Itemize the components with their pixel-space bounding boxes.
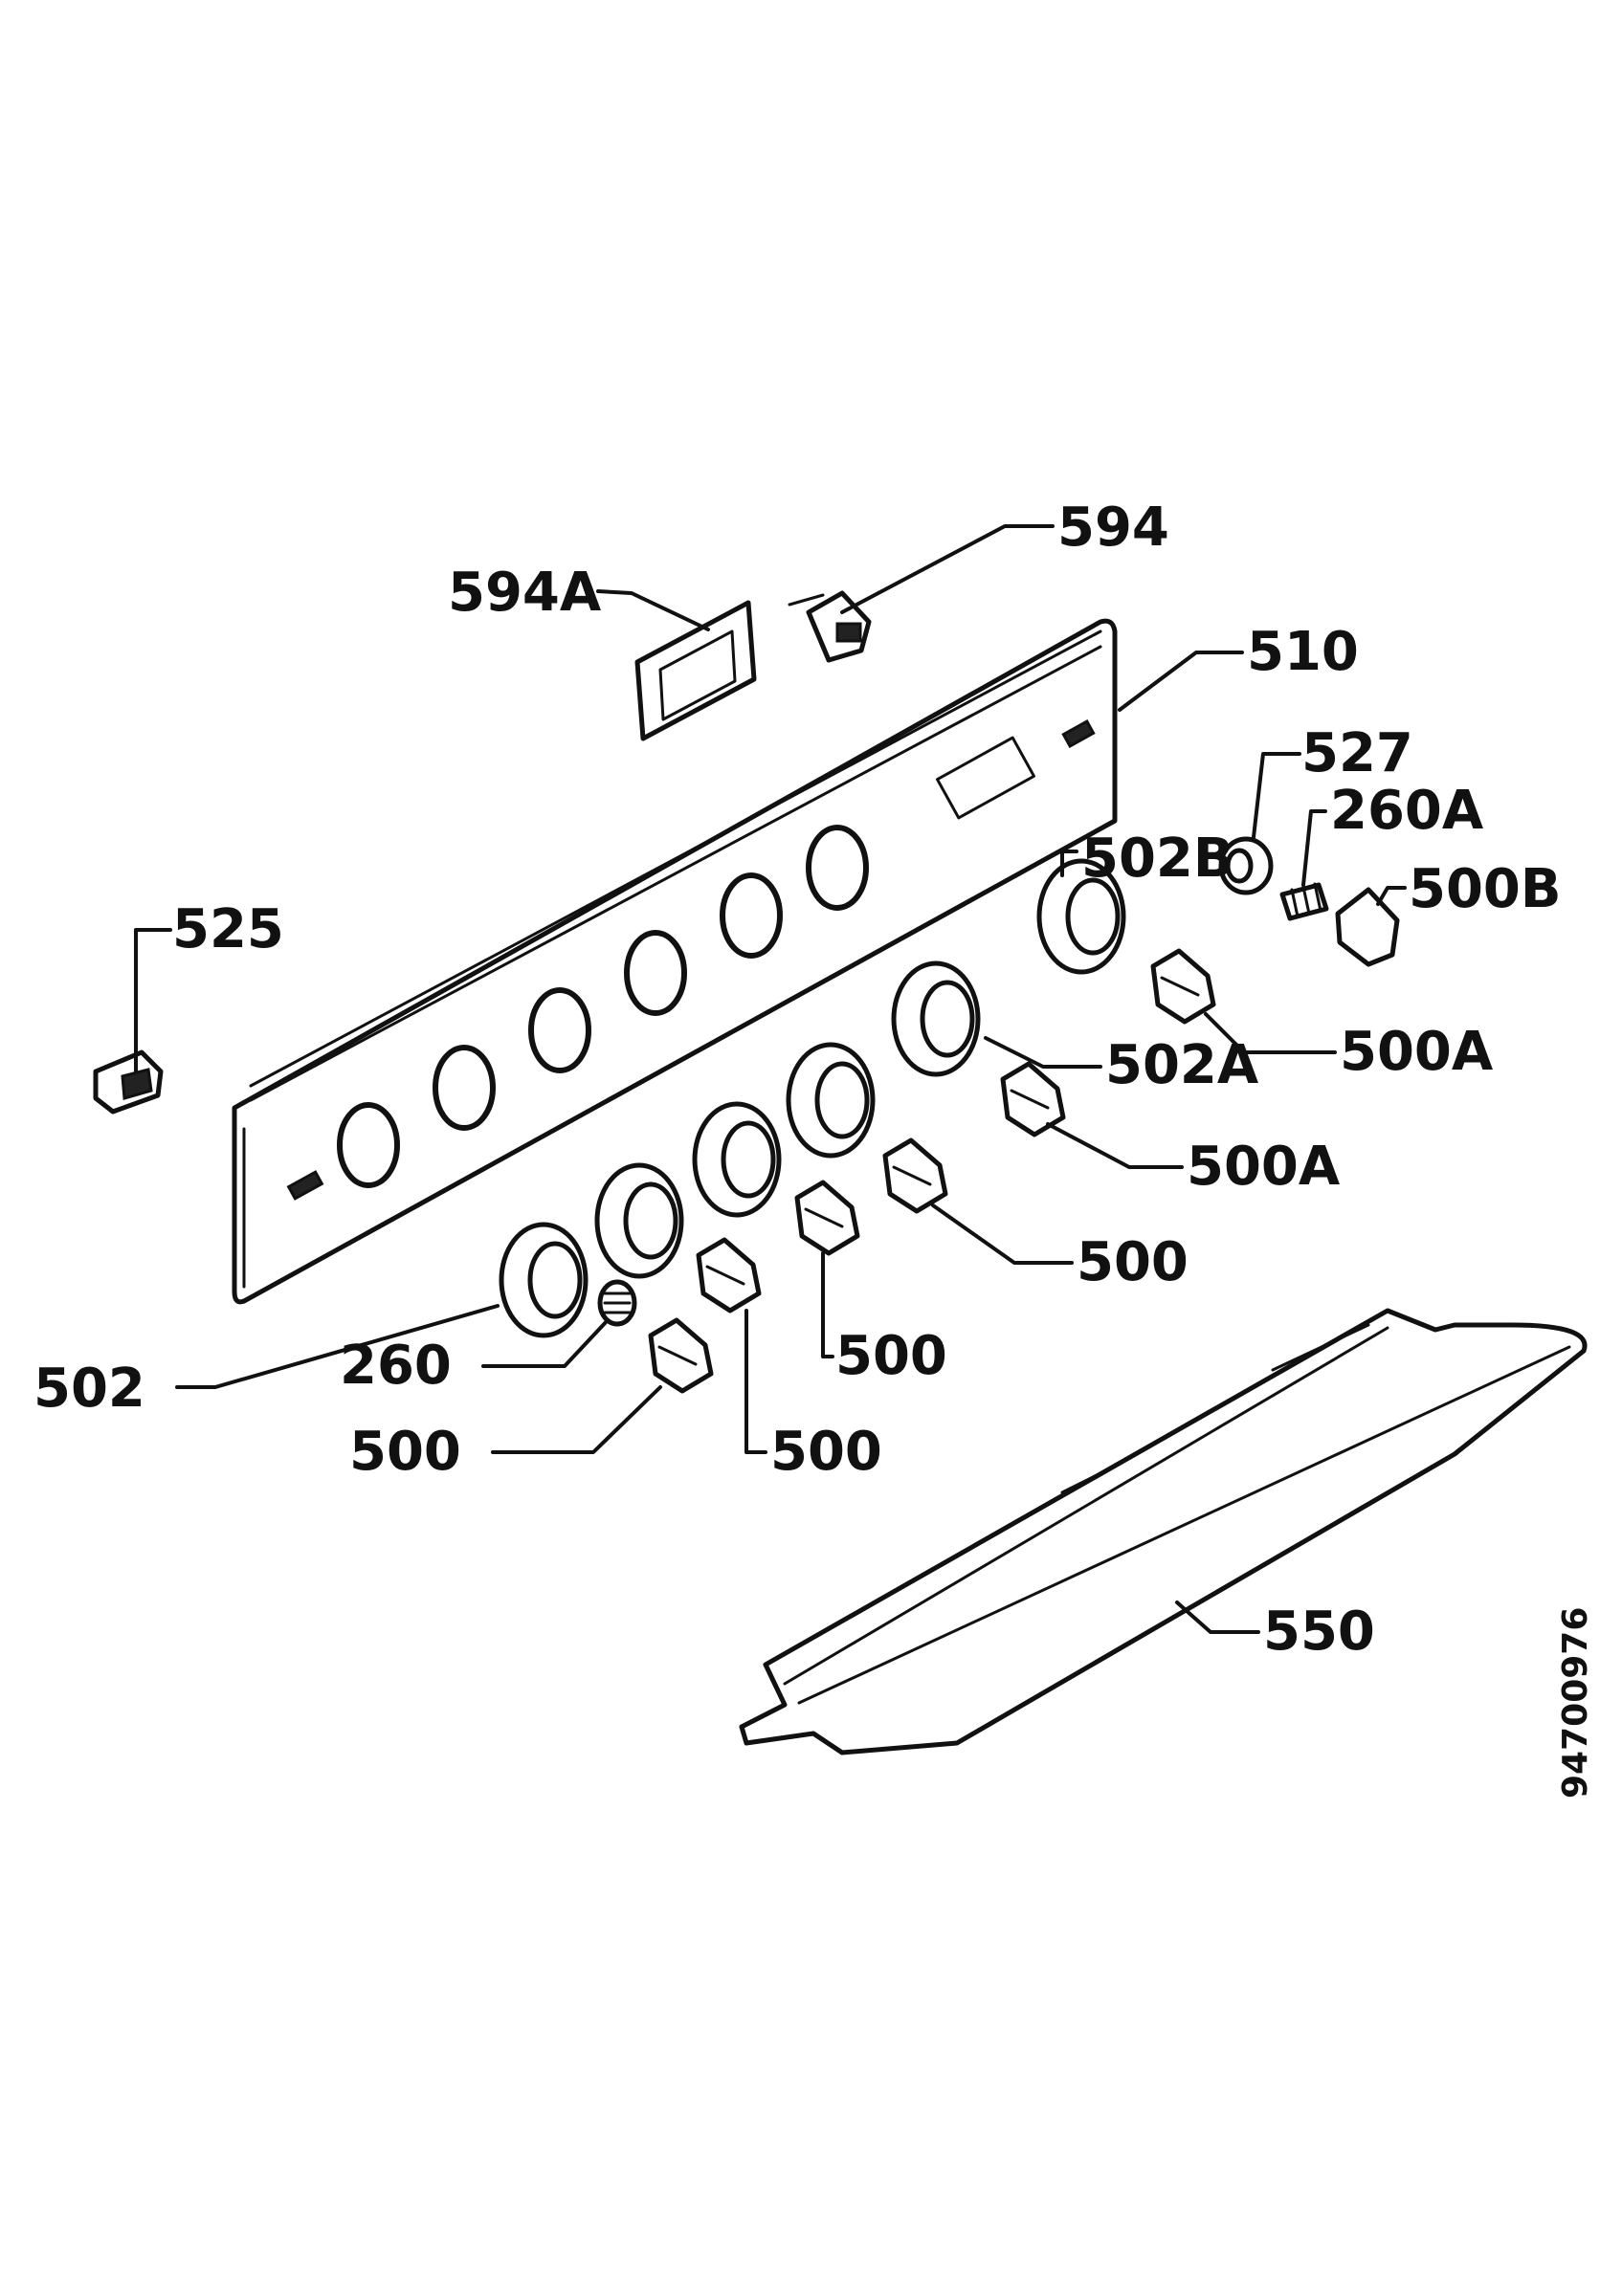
panel-hole-4 [624,930,687,1016]
knob-500-2 [794,1180,860,1256]
callout-502a: 502A [1105,1034,1259,1096]
control-panel-510 [232,618,1118,1305]
document-number: 94700976 [1556,1607,1595,1799]
panel-hole-5 [720,872,783,959]
panel-hole-3 [528,987,591,1073]
callout-525: 525 [172,898,284,960]
callout-527: 527 [1301,722,1413,784]
panel-hole-2 [433,1045,496,1131]
knob-500a-lower [1000,1061,1066,1137]
bezels [499,858,1126,1338]
bezel-502-1 [499,1222,589,1338]
leader-lines [134,524,1407,1634]
bezel-502-3 [692,1101,782,1218]
callout-500a-1: 500A [1340,1021,1494,1083]
bezel-502b [1036,858,1126,975]
knob-500a-upper [1150,948,1216,1025]
callout-550: 550 [1263,1601,1375,1663]
callout-502: 502 [33,1358,145,1420]
callout-500-2: 500 [835,1325,947,1387]
callout-500b: 500B [1409,858,1562,920]
display-window-594a [634,600,757,741]
panel-hole-6 [806,825,869,911]
callout-594a: 594A [448,562,602,624]
clip-525 [93,1049,164,1115]
trim-strip-550 [739,1308,1588,1755]
bush-527 [1218,836,1274,895]
callout-labels: 594 594A 510 527 260A 502B 500B 525 502A… [33,497,1562,1663]
spring-260 [597,1279,637,1327]
knob-500-4 [648,1317,714,1394]
callout-500a-2: 500A [1187,1136,1341,1198]
knob-500-3 [696,1237,762,1314]
knobs [648,887,1400,1394]
spring-260a [1279,882,1329,921]
knob-500b [1335,887,1400,967]
callout-260: 260 [340,1335,452,1397]
bezel-502-4 [786,1042,876,1159]
bezel-502a [891,960,981,1077]
panel-hole-1 [337,1102,400,1188]
callout-500-3: 500 [770,1421,882,1483]
bezel-502-2 [594,1162,684,1279]
callout-502b: 502B [1081,828,1234,890]
callout-510: 510 [1247,621,1359,683]
callout-500-1: 500 [1077,1231,1189,1293]
switch-594 [788,590,872,663]
knob-500-1 [882,1137,948,1214]
callout-594: 594 [1057,497,1169,559]
callout-260a: 260A [1330,780,1484,842]
callout-500-4: 500 [349,1421,461,1483]
